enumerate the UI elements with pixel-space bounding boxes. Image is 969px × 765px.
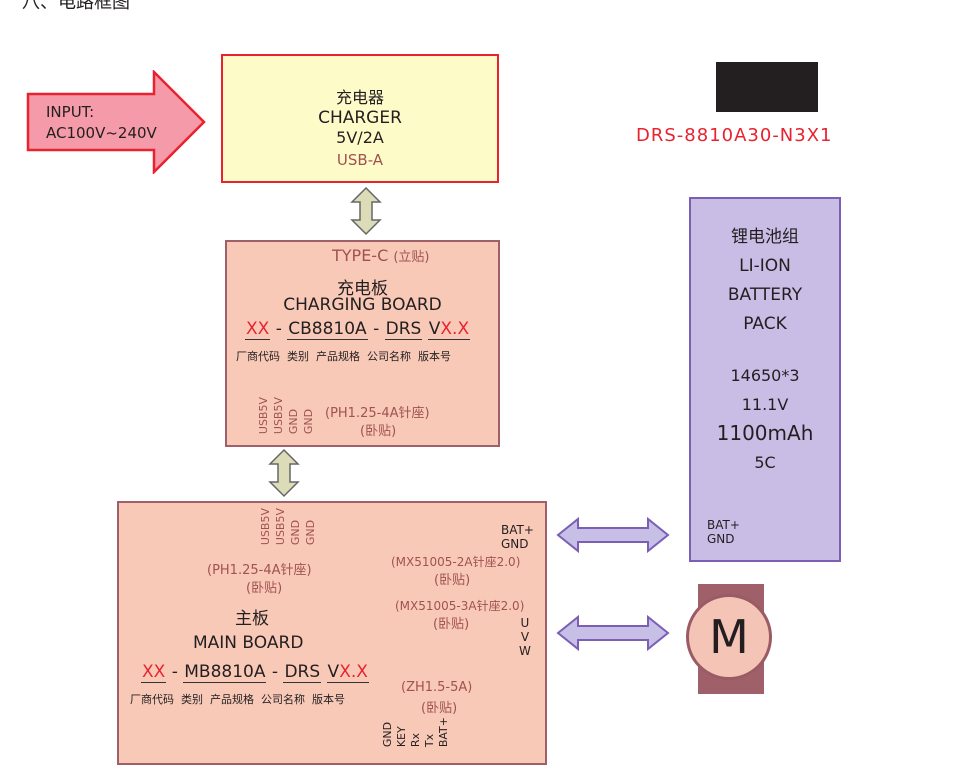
pin-label: KEY: [395, 726, 408, 748]
mb-motor-pins: U V W: [519, 616, 531, 658]
model-label: DRS-8810A30-N3X1: [636, 125, 833, 146]
code-version: X.X: [339, 662, 368, 682]
input-arrow-icon: [26, 70, 206, 174]
battery-box: 锂电池组 LI-ION BATTERY PACK 14650*3 11.1V 1…: [689, 197, 841, 562]
pin-label: USB5V: [259, 508, 272, 546]
legend-item: 版本号: [418, 350, 451, 363]
main-board-box: USB5V USB5V GND GND (PH1.25-4A针座) (卧贴) 主…: [117, 501, 547, 765]
battery-cells: 14650*3: [730, 366, 800, 385]
pin-label: GND: [381, 721, 394, 748]
mb-conn-bat: (MX51005-2A针座2.0): [391, 555, 521, 569]
mb-en: MAIN BOARD: [193, 633, 304, 653]
input-line1: INPUT:: [46, 103, 95, 121]
code-sep: -: [275, 319, 282, 339]
code-company: DRS: [283, 662, 322, 683]
pin-label: V: [520, 630, 530, 644]
code-company: DRS: [384, 319, 423, 340]
cb-port: TYPE-C: [332, 246, 389, 265]
battery-voltage: 11.1V: [741, 395, 789, 414]
model-black-bar: [716, 62, 818, 112]
charger-port: USB-A: [336, 151, 384, 169]
section-title: 八、电路框图: [22, 0, 130, 13]
pin-label: GND: [501, 537, 529, 551]
double-arrow-icon: [556, 614, 670, 652]
code-vendor: XX: [245, 319, 271, 340]
mb-legend: 厂商代码 类别 产品规格 公司名称 版本号: [130, 691, 345, 707]
pin-label: W: [519, 644, 531, 658]
mb-mount-bat: (卧贴): [434, 573, 471, 588]
mb-pins-bottom: GND KEY Rx Tx BAT+: [381, 717, 450, 747]
battery-l3: PACK: [743, 314, 787, 334]
pin-label: BAT+: [707, 518, 740, 532]
legend-item: 类别: [287, 350, 309, 363]
pin-label: Rx: [409, 733, 422, 748]
code-sep: -: [171, 662, 178, 682]
mb-conn-top: (PH1.25-4A针座): [207, 563, 312, 578]
battery-l2: BATTERY: [727, 285, 803, 305]
code-sep: -: [271, 662, 279, 682]
legend-item: 类别: [181, 693, 203, 706]
code-version: X.X: [440, 319, 470, 339]
cb-port-note: (立贴): [393, 250, 430, 265]
input-label: INPUT: AC100V~240V: [46, 102, 157, 144]
legend-item: 公司名称: [261, 693, 305, 706]
double-arrow-icon: [350, 186, 382, 236]
pin-label: BAT+: [501, 523, 534, 537]
pin-label: USB5V: [274, 508, 287, 546]
pin-label: GND: [304, 519, 317, 546]
cb-pins: USB5V USB5V GND GND: [257, 397, 315, 434]
double-arrow-icon: [268, 448, 300, 498]
cb-legend: 厂商代码 类别 产品规格 公司名称 版本号: [236, 348, 451, 364]
pin-label: U: [520, 616, 530, 630]
pin-label: GND: [707, 532, 735, 546]
input-line2: AC100V~240V: [46, 124, 157, 142]
code-sep: -: [373, 319, 380, 339]
motor-icon: M: [686, 594, 772, 680]
cb-mount: (卧贴): [360, 424, 397, 439]
pin-label: USB5V: [257, 397, 270, 435]
legend-item: 版本号: [312, 693, 345, 706]
mb-bat-pins: BAT+ GND: [501, 523, 534, 551]
mb-mount-top: (卧贴): [246, 581, 283, 596]
mb-mount-zh: (卧贴): [421, 701, 458, 716]
cb-en: CHARGING BOARD: [283, 295, 442, 315]
mb-mount-motor: (卧贴): [433, 617, 470, 632]
cb-code: XX - CB8810A - DRS VX.X: [245, 319, 471, 340]
legend-item: 公司名称: [367, 350, 411, 363]
mb-code: XX - MB8810A - DRS VX.X: [141, 662, 369, 683]
code-category: CB8810A: [287, 319, 368, 340]
charger-cn: 充电器: [335, 88, 384, 107]
battery-cn: 锂电池组: [731, 227, 799, 247]
code-vendor: XX: [141, 662, 167, 683]
mb-conn-zh: (ZH1.5-5A): [401, 680, 473, 695]
code-ver-prefix: V: [428, 319, 441, 339]
legend-item: 产品规格: [210, 693, 254, 706]
pin-label: Tx: [423, 733, 436, 748]
pin-label: GND: [289, 519, 302, 546]
pin-label: USB5V: [272, 397, 285, 435]
code-ver-prefix: V: [327, 662, 340, 682]
mb-cn: 主板: [235, 609, 269, 629]
cb-cn: 充电板: [337, 279, 388, 299]
charger-en: CHARGER: [318, 108, 402, 128]
legend-item: 厂商代码: [130, 693, 174, 706]
legend-item: 产品规格: [316, 350, 360, 363]
legend-item: 厂商代码: [236, 350, 280, 363]
pin-label: GND: [302, 408, 315, 435]
cb-connector: (PH1.25-4A针座): [325, 406, 430, 421]
battery-l1: LI-ION: [739, 256, 791, 276]
double-arrow-icon: [556, 516, 670, 554]
pin-label: GND: [287, 408, 300, 435]
code-category: MB8810A: [183, 662, 267, 683]
battery-capacity: 1100mAh: [716, 421, 814, 445]
battery-rate: 5C: [754, 453, 776, 472]
mb-conn-motor: (MX51005-3A针座2.0): [395, 599, 525, 613]
charger-box: 充电器 CHARGER 5V/2A USB-A: [221, 54, 499, 183]
charging-board-box: TYPE-C (立贴) 充电板 CHARGING BOARD XX - CB88…: [225, 240, 500, 447]
pin-label: BAT+: [437, 717, 450, 748]
mb-pins-top: USB5V USB5V GND GND: [259, 508, 317, 545]
charger-spec: 5V/2A: [336, 128, 384, 147]
